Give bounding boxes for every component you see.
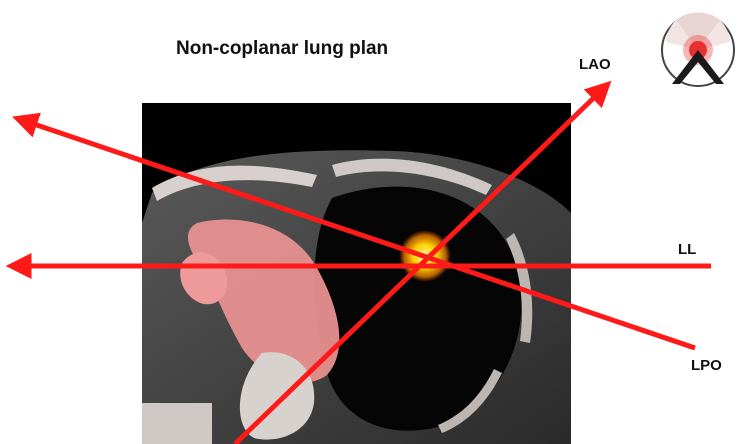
beam-label-ll: LL	[678, 241, 696, 258]
page-title: Non-coplanar lung plan	[176, 38, 388, 60]
beam-label-lpo: LPO	[691, 357, 722, 374]
ct-scan-image	[142, 103, 571, 444]
beam-label-lao: LAO	[579, 56, 611, 73]
radiation-beam-logo-icon	[658, 10, 738, 96]
